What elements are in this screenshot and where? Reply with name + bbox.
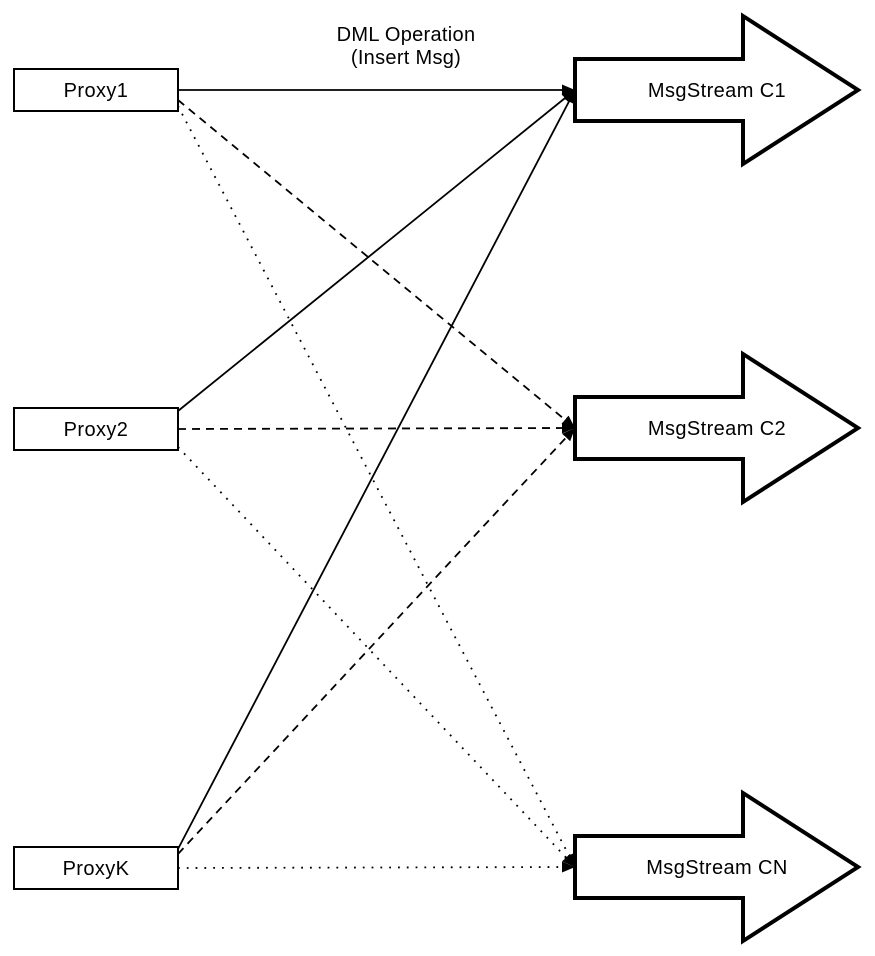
msgstream-c2-label: MsgStream C2 <box>648 418 786 440</box>
proxy2-box <box>13 407 179 451</box>
node-proxy1: Proxy1 <box>13 68 179 112</box>
edge-proxy1-c2 <box>177 99 576 429</box>
msgstream-c1-label: MsgStream C1 <box>648 80 786 102</box>
proxyk-box <box>13 846 179 890</box>
node-proxy2: Proxy2 <box>13 407 179 451</box>
proxy1-label: Proxy1 <box>64 80 129 102</box>
edge-proxy2-c2 <box>177 422 576 434</box>
edge-proxy1-cn <box>177 105 576 868</box>
annotation-dml-operation-line1: DML Operation <box>337 24 476 46</box>
msgstream-c1-arrow-shape <box>573 12 862 168</box>
edges-group <box>177 84 576 873</box>
proxyk-label: ProxyK <box>63 858 130 880</box>
msgstream-cn-label: MsgStream CN <box>646 857 788 879</box>
edge-proxy2-c1 <box>177 89 576 412</box>
edge-proxy2-cn <box>177 446 576 868</box>
msgstream-c2-arrow-shape <box>573 350 862 506</box>
edge-proxyk-c2 <box>177 427 576 855</box>
node-msgstream-c2: MsgStream C2 <box>573 350 862 506</box>
proxy1-box <box>13 68 179 112</box>
annotation-dml-operation-line2: (Insert Msg) <box>351 47 461 69</box>
proxy2-label: Proxy2 <box>64 419 129 441</box>
edge-proxyk-cn <box>177 861 576 873</box>
node-msgstream-c1: MsgStream C1 <box>573 12 862 168</box>
node-proxyk: ProxyK <box>13 846 179 890</box>
msgstream-cn-arrow-shape <box>573 789 862 945</box>
edge-proxyk-c1 <box>177 89 576 850</box>
node-msgstream-cn: MsgStream CN <box>573 789 862 945</box>
